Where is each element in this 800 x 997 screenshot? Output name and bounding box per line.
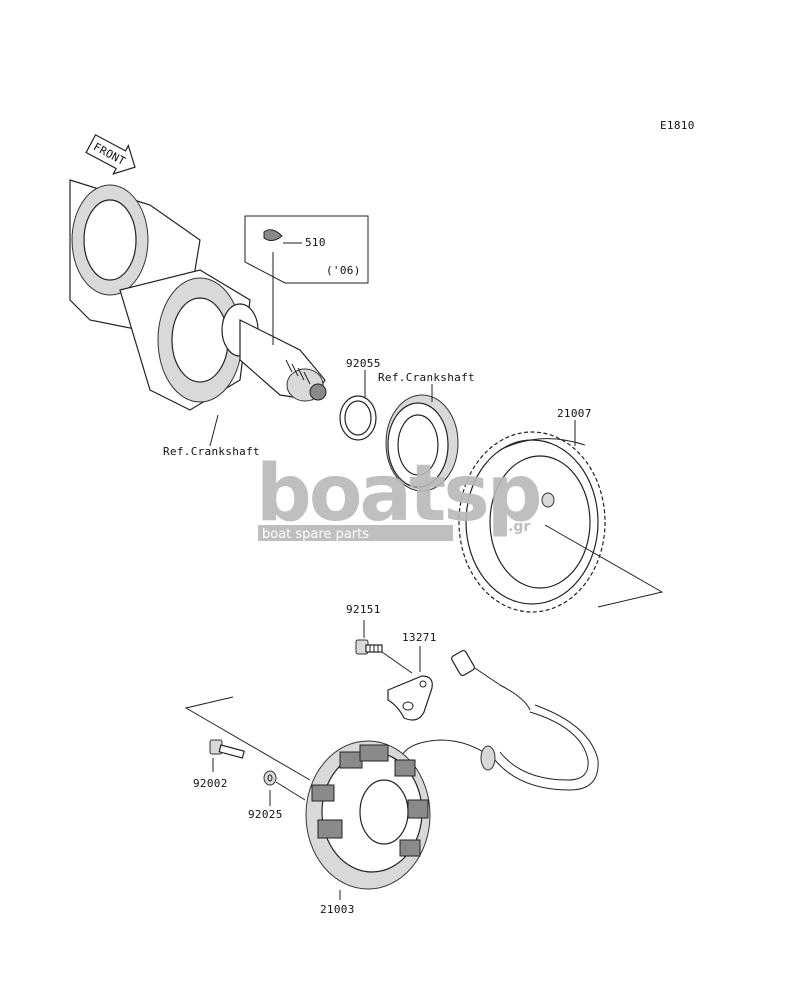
label-21003: 21003 — [320, 903, 355, 916]
label-510: 510 — [305, 236, 326, 249]
bolt-92002: 92002 — [193, 739, 245, 790]
watermark-brand: boatsp — [256, 449, 540, 539]
label-ref-crankshaft-upper: Ref.Crankshaft — [378, 371, 475, 384]
plate-13271: 13271 — [387, 631, 437, 721]
collar-ref-crankshaft: Ref.Crankshaft — [378, 371, 475, 492]
watermark-tagline: boat spare parts — [262, 527, 369, 542]
oring-92055: 92055 — [339, 357, 381, 441]
label-92025: 92025 — [248, 808, 283, 821]
stator-cable — [399, 649, 599, 791]
label-21007: 21007 — [557, 407, 592, 420]
watermark-suffix: .gr — [508, 519, 530, 535]
diagram-code: E1810 — [660, 119, 695, 132]
label-92002: 92002 — [193, 777, 228, 790]
bolt-92151: 92151 — [346, 603, 413, 674]
watermark-bar — [258, 525, 453, 541]
key-510-callout: 510 ('06) — [244, 215, 369, 345]
crankshaft-illustration — [69, 179, 327, 411]
label-92151: 92151 — [346, 603, 381, 616]
label-13271: 13271 — [402, 631, 437, 644]
front-direction-arrow-icon: FRONT — [85, 134, 136, 175]
washer-92025: 92025 — [248, 770, 306, 821]
label-92055: 92055 — [346, 357, 381, 370]
stator-21003: 21003 — [184, 696, 431, 916]
label-ref-crankshaft-lower: Ref.Crankshaft — [163, 445, 260, 458]
label-510-note: ('06) — [326, 264, 361, 277]
rotor-21007: 21007 — [458, 407, 664, 613]
watermark: boatsp .gr boat spare parts — [256, 449, 543, 542]
